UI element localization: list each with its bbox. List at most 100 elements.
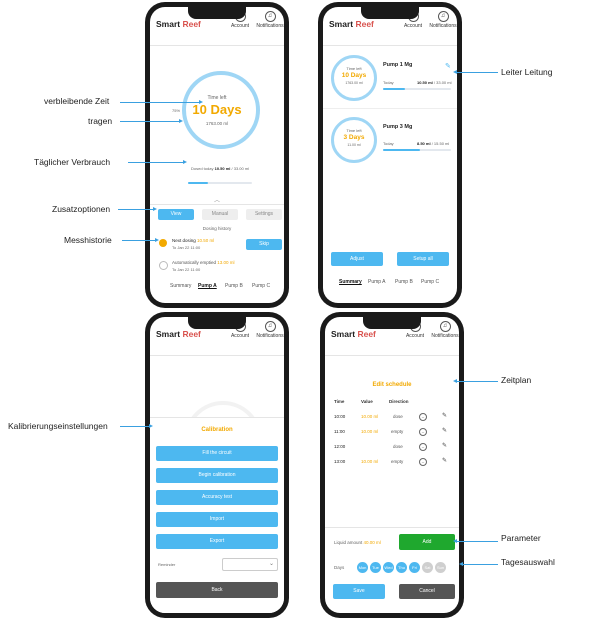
remove-row-icon[interactable]: –: [419, 428, 427, 436]
annotation-parameter: Parameter: [501, 533, 541, 543]
day-mon[interactable]: Mon: [357, 562, 368, 573]
day-sun[interactable]: Sun: [435, 562, 446, 573]
annotation-remaining-time: verbleibende Zeit: [44, 96, 110, 106]
annotation-arrow: [120, 119, 183, 123]
export-button[interactable]: Export: [156, 534, 278, 549]
col-direction: Direction: [389, 399, 409, 404]
tab-manual[interactable]: Manual: [202, 209, 238, 220]
remove-row-icon[interactable]: –: [419, 443, 427, 451]
time-left-ring: [182, 71, 260, 149]
header-divider: [150, 45, 284, 46]
day-fri[interactable]: Fri: [409, 562, 420, 573]
skip-button[interactable]: Skip: [246, 239, 282, 250]
next-dosing-date: To Jan 22 11:00: [172, 245, 201, 250]
header-divider: [323, 45, 457, 46]
notifications-button[interactable]: ♫Notifications: [256, 321, 284, 339]
annotation-arrow: [118, 207, 157, 211]
phone-calibration: Smart Reef ◉Account ♫Notifications Calib…: [145, 312, 289, 618]
notifications-button[interactable]: ♫Notifications: [431, 321, 459, 339]
pump-divider: [323, 108, 457, 109]
phone-schedule: Smart Reef ◉Account ♫Notifications Edit …: [320, 312, 464, 618]
pump3-today-values: 8.50 ml / 15.50 ml: [417, 141, 450, 146]
tab-summary[interactable]: Summary: [339, 279, 362, 285]
day-tue[interactable]: Tue: [370, 562, 381, 573]
schedule-row: 13:00 10.00 ml empty – ✎: [325, 458, 459, 469]
header-divider: [325, 355, 459, 356]
tab-view[interactable]: View: [158, 209, 194, 220]
tab-pump-c[interactable]: Pump C: [252, 283, 271, 289]
row-direction: empty: [391, 429, 404, 434]
annotation-arrow: [128, 160, 187, 164]
auto-emptied-text: Automatically emptied 13.00 ml: [172, 260, 235, 265]
tab-summary[interactable]: Summary: [170, 283, 192, 289]
row-direction: dose: [393, 444, 403, 449]
pump1-edit-pencil-icon[interactable]: ✎: [445, 63, 451, 70]
annotation-arrow: [122, 238, 159, 242]
annotation-daily-consumption: Täglicher Verbrauch: [34, 157, 111, 167]
schedule-title: Edit schedule: [372, 382, 412, 388]
day-wed[interactable]: Wed: [383, 562, 394, 573]
adjust-button[interactable]: Adjust: [331, 252, 383, 266]
pump3-time-left-label: Time left: [346, 128, 362, 133]
day-thu[interactable]: Thu: [396, 562, 407, 573]
calibration-title: Calibration: [201, 427, 233, 433]
edit-row-pencil-icon[interactable]: ✎: [442, 443, 448, 449]
phone-overview: Smart Reef ◉Account ♫Notifications Time …: [318, 2, 462, 308]
pump3-today-label: Today: [383, 141, 394, 146]
tab-settings[interactable]: Settings: [246, 209, 282, 220]
annotation-arrow: [453, 379, 498, 383]
accuracy-test-button[interactable]: Accuracy test: [156, 490, 278, 505]
edit-row-pencil-icon[interactable]: ✎: [442, 428, 448, 434]
tab-pump-a[interactable]: Pump A: [198, 283, 217, 289]
setup-all-button[interactable]: Setup all: [397, 252, 449, 266]
tab-pump-c[interactable]: Pump C: [421, 279, 440, 285]
chevron-down-icon: ⌄: [268, 561, 274, 567]
edit-row-pencil-icon[interactable]: ✎: [442, 413, 448, 419]
screen-calibration: Smart Reef ◉Account ♫Notifications Calib…: [150, 317, 284, 613]
row-value: 10.00 ml: [361, 459, 379, 464]
auto-emptied-date: To Jan 22 11:00: [172, 267, 201, 272]
row-direction: dose: [393, 414, 403, 419]
notifications-button[interactable]: ♫Notifications: [256, 11, 284, 29]
tab-pump-b[interactable]: Pump B: [225, 283, 243, 289]
remove-row-icon[interactable]: –: [419, 413, 427, 421]
phone-notch: [363, 317, 421, 329]
app-logo: Smart Reef: [156, 329, 201, 339]
ring-side-percent: 75%: [172, 108, 181, 113]
expand-chevron-icon[interactable]: ︿: [213, 198, 220, 204]
tab-divider: [150, 204, 284, 205]
remove-row-icon[interactable]: –: [419, 458, 427, 466]
annotation-calibration-settings: Kalibrierungseinstellungen: [8, 421, 108, 431]
row-direction: empty: [391, 459, 404, 464]
screen-pump-list: Smart Reef ◉Account ♫Notifications Time …: [323, 7, 457, 303]
day-sat[interactable]: Sat: [422, 562, 433, 573]
dosed-today-label: Dosed today: [191, 166, 214, 171]
phone-notch: [361, 7, 419, 19]
pump3-progress-bar: [383, 149, 451, 151]
row-value: 10.00 ml: [361, 429, 379, 434]
dosed-progress-fill: [188, 182, 209, 184]
cancel-button[interactable]: Cancel: [399, 584, 455, 599]
phone-notch: [188, 317, 246, 329]
notifications-button[interactable]: ♫Notifications: [429, 11, 457, 29]
tab-pump-a[interactable]: Pump A: [368, 279, 386, 285]
pump1-name: Pump 1 Mg: [383, 62, 413, 68]
back-button[interactable]: Back: [156, 582, 278, 598]
row-time: 12:00: [334, 444, 346, 449]
annotation-measure-history: Messhistorie: [64, 235, 112, 245]
time-left-label: Time left: [207, 95, 227, 101]
next-dosing-text: Next dosing 10.50 ml: [172, 238, 215, 243]
add-button[interactable]: Add: [399, 534, 455, 550]
liquid-amount-value[interactable]: 40.00 ml: [363, 540, 381, 545]
pump1-time-left-label: Time left: [346, 66, 362, 71]
edit-row-pencil-icon[interactable]: ✎: [442, 458, 448, 464]
save-button[interactable]: Save: [333, 584, 385, 599]
phone-notch: [188, 7, 246, 19]
fill-circuit-button[interactable]: Fill the circuit: [156, 446, 278, 461]
tab-pump-b[interactable]: Pump B: [395, 279, 413, 285]
begin-calibration-button[interactable]: Begin calibration: [156, 468, 278, 483]
reminder-select[interactable]: ⌄: [222, 558, 278, 571]
liquid-amount-label: Liquid amount: [334, 540, 363, 545]
import-button[interactable]: Import: [156, 512, 278, 527]
annotation-extra-options: Zusatzoptionen: [52, 204, 111, 214]
